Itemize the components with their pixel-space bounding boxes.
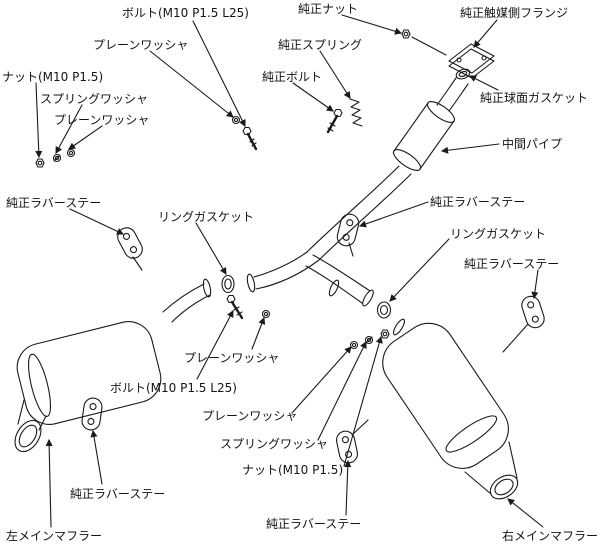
label-bolt-m10-top: ボルト(M10 P1.5 L25) bbox=[122, 6, 249, 20]
left-muffler-tip-drawing bbox=[14, 399, 47, 453]
label-spring-washer-left: スプリングワッシャ bbox=[40, 92, 149, 106]
ring-gasket-right-drawing bbox=[376, 301, 392, 319]
label-plain-washer-center: プレーンワッシャ bbox=[184, 351, 280, 365]
label-plain-washer-top: プレーンワッシャ bbox=[93, 38, 189, 52]
label-oem-rubber-stay-mid: 純正ラバーステー bbox=[430, 195, 526, 209]
oem-spring-drawing bbox=[349, 98, 363, 127]
label-bolt-m10-bottom: ボルト(M10 P1.5 L25) bbox=[110, 381, 237, 395]
right-muffler-drawing bbox=[382, 322, 509, 469]
oem-bolt-drawing bbox=[326, 108, 343, 134]
label-center-pipe: 中間パイプ bbox=[502, 137, 563, 151]
label-nut-m10-bottom: ナット(M10 P1.5) bbox=[242, 463, 344, 477]
label-left-main-muffler: 左メインマフラー bbox=[6, 529, 103, 543]
label-spring-washer-bottom: スプリングワッシャ bbox=[220, 437, 329, 451]
leader-lines bbox=[35, 14, 544, 528]
label-oem-rubber-stay-right: 純正ラバーステー bbox=[464, 257, 560, 271]
label-oem-bolt: 純正ボルト bbox=[262, 70, 323, 84]
label-oem-rubber-stay-bottom-left: 純正ラバーステー bbox=[70, 487, 166, 501]
center-pipe-drawing bbox=[162, 77, 469, 336]
oem-nut-drawing bbox=[401, 29, 411, 39]
fastener-stack-left-drawing bbox=[35, 148, 76, 168]
label-ring-gasket-right: リングガスケット bbox=[450, 227, 547, 241]
label-ring-gasket-left: リングガスケット bbox=[158, 210, 255, 224]
rubber-stay-left-drawing bbox=[113, 224, 147, 271]
right-muffler-tip-drawing bbox=[464, 441, 519, 500]
ring-gasket-left-drawing bbox=[221, 274, 235, 294]
label-plain-washer-left: プレーンワッシャ bbox=[54, 113, 150, 127]
label-right-main-muffler: 右メインマフラー bbox=[502, 529, 599, 543]
label-nut-m10-left: ナット(M10 P1.5) bbox=[2, 70, 104, 84]
spherical-gasket-drawing bbox=[455, 68, 471, 80]
fastener-stack-right-drawing bbox=[349, 329, 390, 350]
label-oem-catalyst-side-flange: 純正触媒側フランジ bbox=[460, 6, 569, 20]
label-oem-nut: 純正ナット bbox=[298, 2, 359, 16]
left-muffler-drawing bbox=[16, 321, 162, 425]
catalyst-flange-drawing bbox=[411, 36, 495, 79]
label-oem-spring: 純正スプリング bbox=[278, 38, 363, 52]
label-plain-washer-bottom: プレーンワッシャ bbox=[202, 409, 298, 423]
bolt-bottom-drawing bbox=[226, 294, 271, 320]
label-oem-rubber-stay-bottom-center: 純正ラバーステー bbox=[266, 517, 362, 531]
rubber-stay-mid-drawing bbox=[334, 211, 362, 257]
rubber-stay-right-drawing bbox=[502, 293, 548, 353]
rubber-stay-bottom-center-drawing bbox=[334, 419, 369, 466]
label-oem-rubber-stay-left: 純正ラバーステー bbox=[6, 196, 102, 210]
bolt-top-drawing bbox=[231, 115, 258, 151]
label-oem-spherical-gasket: 純正球面ガスケット bbox=[480, 91, 589, 105]
